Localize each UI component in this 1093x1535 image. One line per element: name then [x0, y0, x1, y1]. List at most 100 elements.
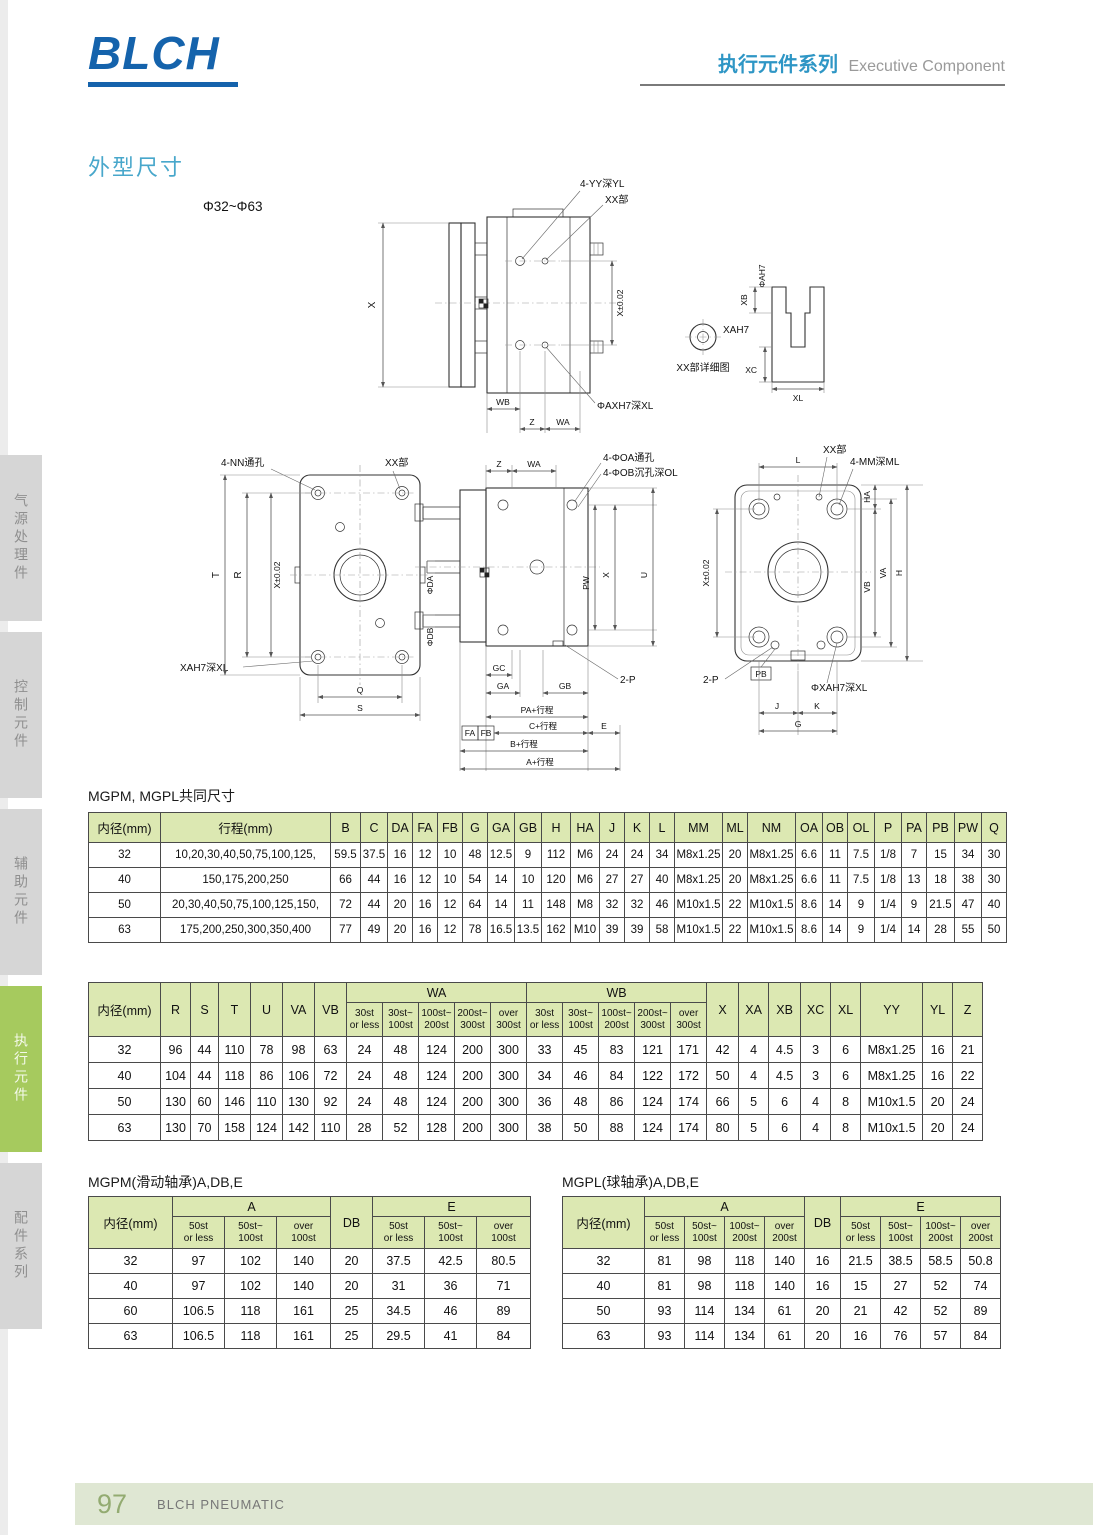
- table-cell: 124: [634, 1088, 672, 1115]
- column-header: 内径(mm): [88, 1196, 173, 1249]
- table-cell: 50: [88, 892, 161, 918]
- table-cell: 200: [454, 1062, 491, 1089]
- table-cell: 118: [724, 1273, 765, 1299]
- dim-label-x-tolerance-3: X±0.02: [701, 559, 711, 586]
- column-header: GA: [487, 812, 515, 843]
- callout-mm-hole: 4-MM深ML: [850, 456, 900, 468]
- table-cell: 200: [454, 1036, 491, 1063]
- table-cell: 57: [920, 1323, 962, 1349]
- dim-label-da: ΦDA: [425, 575, 435, 594]
- table-cell: 84: [960, 1323, 1002, 1349]
- table-cell: 34: [526, 1062, 564, 1089]
- table-cell: 28: [346, 1114, 383, 1141]
- column-header: B: [330, 812, 361, 843]
- table-cell: 45: [562, 1036, 600, 1063]
- header-title: 执行元件系列 Executive Component: [718, 48, 1005, 77]
- column-header: WB: [526, 982, 708, 1003]
- table-cell: 3: [800, 1036, 832, 1063]
- table-cell: 31: [372, 1273, 426, 1299]
- table-cell: 6: [768, 1088, 802, 1115]
- dim-label-ga: GA: [497, 681, 510, 691]
- dim-label-l: L: [796, 455, 801, 465]
- table-cell: 32: [562, 1248, 645, 1274]
- table-cell: 41: [424, 1323, 478, 1349]
- table-cell: 46: [424, 1298, 478, 1324]
- column-header: G: [462, 812, 488, 843]
- dim-label-va: VA: [878, 567, 888, 578]
- table-cell: 8.6: [795, 892, 823, 918]
- column-header: over 100st: [476, 1216, 532, 1249]
- dim-label-fa: FA: [465, 728, 476, 738]
- callout-xah7-xl: XAH7深XL: [180, 662, 229, 674]
- column-header: PB: [926, 812, 955, 843]
- table-cell: 20: [922, 1114, 954, 1141]
- table-cell: 20: [804, 1323, 842, 1349]
- table-cell: 134: [724, 1323, 765, 1349]
- column-header: GB: [514, 812, 542, 843]
- sidebar-item-air-treatment: 气源处理件: [0, 455, 42, 621]
- table-cell: 5: [738, 1088, 770, 1115]
- column-header: R: [160, 982, 191, 1037]
- table-cell: 5: [738, 1114, 770, 1141]
- table-cell: 48: [562, 1088, 600, 1115]
- table-cell: 106.5: [172, 1323, 225, 1349]
- table-cell: 22: [722, 892, 748, 918]
- table-cell: 11: [822, 842, 848, 868]
- dim-label-x-tolerance: X±0.02: [615, 289, 625, 316]
- table-cell: 63: [88, 1114, 161, 1141]
- table-cell: 32: [599, 892, 625, 918]
- table-cell: 42.5: [424, 1248, 478, 1274]
- dim-label-pw: PW: [581, 576, 591, 590]
- table-cell: 46: [562, 1062, 600, 1089]
- table-title-mgpl-bearing: MGPL(球轴承)A,DB,E: [562, 1174, 699, 1190]
- dim-label-ha: HA: [862, 491, 872, 503]
- table-cell: 21: [952, 1036, 984, 1063]
- table-cell: 14: [487, 867, 515, 893]
- dim-label-z-2: Z: [496, 459, 501, 469]
- front-view-drawing: Z WA 4-ΦOA通孔 4-ΦOB沉孔深OL ΦDA ΦDB PW X U: [414, 452, 678, 771]
- table-cell: 114: [684, 1323, 725, 1349]
- table-cell: 24: [952, 1114, 984, 1141]
- column-header: T: [218, 982, 251, 1037]
- table-cell: 86: [250, 1062, 283, 1089]
- table-cell: 1/4: [874, 917, 902, 943]
- table-cell: 58: [649, 917, 675, 943]
- table-cell: 110: [314, 1114, 347, 1141]
- dim-label-xl: XL: [793, 393, 804, 403]
- sidebar-item-accessories: 配件系列: [0, 1163, 42, 1329]
- table-cell: 29.5: [372, 1323, 426, 1349]
- table-cell: 66: [330, 867, 361, 893]
- page-number: 97: [97, 1488, 128, 1519]
- dim-label-xc: XC: [745, 365, 757, 375]
- dim-label-wa: WA: [556, 417, 570, 427]
- dim-label-x-tolerance-2: X±0.02: [272, 561, 282, 588]
- column-header: 30st~ 100st: [562, 1002, 600, 1037]
- callout-xx-part-2: XX部: [385, 456, 408, 469]
- table-cell: 24: [952, 1088, 984, 1115]
- column-header: 50st or less: [840, 1216, 882, 1249]
- table-cell: 102: [224, 1248, 277, 1274]
- dim-label-b-stroke: B+行程: [510, 739, 538, 749]
- table-cell: 24: [624, 842, 650, 868]
- table-cell: 44: [360, 867, 388, 893]
- column-header: 100st~ 200st: [724, 1216, 765, 1249]
- table-cell: 58.5: [920, 1248, 962, 1274]
- table-cell: 47: [954, 892, 982, 918]
- column-header: NM: [747, 812, 796, 843]
- table-cell: 171: [670, 1036, 708, 1063]
- table-cell: 18: [926, 867, 955, 893]
- table-cell: 140: [275, 1273, 332, 1299]
- table-cell: 40: [562, 1273, 645, 1299]
- table-cell: 78: [250, 1036, 283, 1063]
- table-cell: 150,175,200,250: [160, 867, 331, 893]
- table-cell: 32: [88, 842, 161, 868]
- table-cell: 124: [250, 1114, 283, 1141]
- table-cell: 20,30,40,50,75,100,125,150,: [160, 892, 331, 918]
- table-cell: M10x1.5: [860, 1114, 924, 1141]
- table-cell: 66: [706, 1088, 740, 1115]
